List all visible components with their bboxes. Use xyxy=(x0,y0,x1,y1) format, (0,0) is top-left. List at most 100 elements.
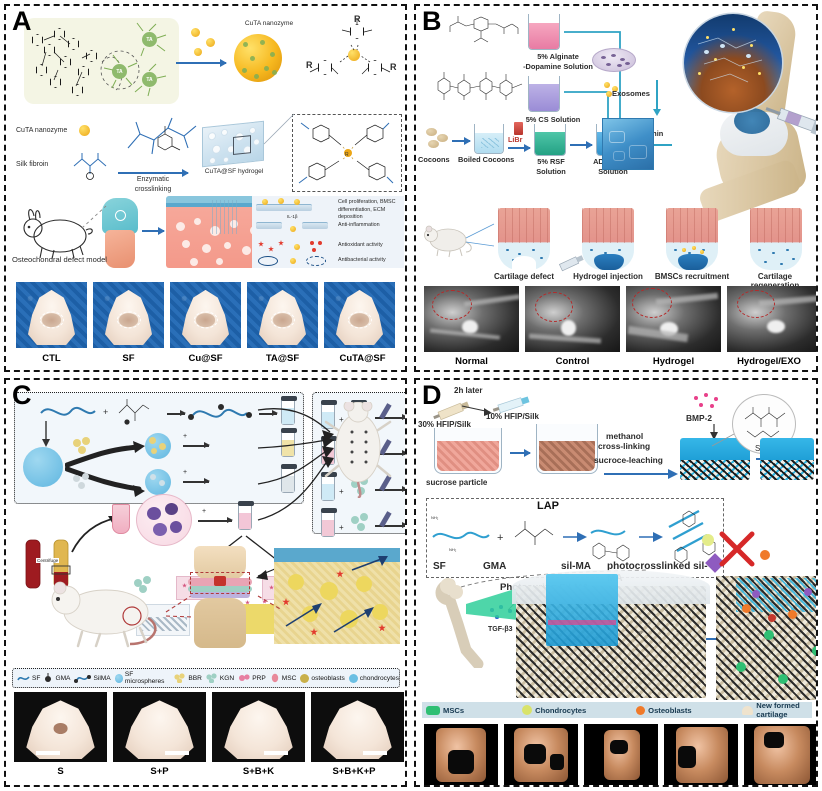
bioactivity-4: Antibacterial activity xyxy=(338,257,386,263)
silma-synthesis-box: + xyxy=(14,392,304,504)
rsf-label-line1: 5% RSF xyxy=(537,157,565,166)
mri-image xyxy=(626,286,721,352)
legend-item-prp: PRP xyxy=(238,673,266,683)
svg-text:+: + xyxy=(103,407,108,417)
mri-image xyxy=(525,286,620,352)
mri-label-hydrogel-exo: Hydrogel/EXO xyxy=(737,356,801,367)
sucrose-beaker-2 xyxy=(536,424,598,474)
cuta-particle-icon xyxy=(206,38,215,47)
bioactivity-3: Antioxidant activity xyxy=(338,242,383,248)
bilayer-scaffold-2 xyxy=(760,438,814,480)
cu-chelation-structure: R R R xyxy=(306,14,402,98)
legend-label: chondrocytes xyxy=(359,674,399,682)
microct-image xyxy=(584,724,658,785)
hfip30-syringe-icon xyxy=(433,401,470,420)
panel-c-specimen-photos xyxy=(14,692,404,762)
legend-item-osteoblasts: Osteoblasts xyxy=(636,705,692,715)
svg-text:+: + xyxy=(497,532,503,544)
hydrogel-microstructure-magnifier xyxy=(684,14,782,112)
specimen-photo xyxy=(170,282,241,348)
exosomes-label: Exosomes xyxy=(612,89,650,98)
legend-item-chondrocytes: Chondrocytes xyxy=(522,705,586,715)
injection-syringe-icon xyxy=(558,255,584,272)
specimen-label-ctl: CTL xyxy=(42,353,61,364)
microct-image xyxy=(424,724,498,785)
sf-chain-icon: + xyxy=(40,399,150,425)
microct-image xyxy=(744,724,816,785)
syringe-icon xyxy=(765,107,816,136)
sucrose-beaker-1 xyxy=(434,428,502,474)
legend-label: osteoblasts xyxy=(311,674,345,682)
prp-silma-vial xyxy=(238,501,254,530)
spec-label-s: S xyxy=(57,766,64,777)
ta-node-arms xyxy=(103,22,167,97)
ta-bond-lines xyxy=(41,35,140,91)
defect-model-label: Osteochondral defect model xyxy=(12,255,107,264)
knee-joint-cross-section xyxy=(184,546,256,652)
legend-item-gma: GMA xyxy=(44,673,70,683)
bmp2-label: BMP-2 xyxy=(686,413,713,423)
bioactivity-1-line2: differentiation, ECM deposition xyxy=(338,207,386,220)
spec-label-sbk: S+B+K xyxy=(242,766,275,777)
svg-text:R: R xyxy=(345,152,349,158)
hydrogel-label: CuTA@SF hydrogel xyxy=(204,168,264,175)
rsf-label-line2: Solution xyxy=(536,167,566,176)
stage-label-2: BMSCs recruitment xyxy=(654,272,730,281)
exosome-particle-icon xyxy=(604,82,610,88)
sf-microsphere-bbr xyxy=(145,433,171,459)
legend-item-silma: SilMA xyxy=(74,673,111,683)
specimen-photo xyxy=(212,692,305,762)
enzymatic-crosslink-arrow xyxy=(118,169,189,177)
legend-label: SF microspheres xyxy=(124,671,165,685)
specimen-label-sf: SF xyxy=(122,353,135,364)
cell-icon xyxy=(300,673,310,683)
silk-fibroin-molecule-icon xyxy=(73,153,107,180)
spec-label-sp: S+P xyxy=(150,766,169,777)
svg-text:NH₂: NH₂ xyxy=(431,515,439,520)
legend-item-sf: SF xyxy=(17,673,40,683)
synthesis-arrow xyxy=(176,59,227,67)
panel-d: D 30% HFIP/Silk 10% HFIP/Silk 2h later xyxy=(414,378,818,787)
cartilage-regeneration-femur xyxy=(750,208,802,270)
beaker-transfer-arrow xyxy=(510,449,531,457)
specimen-photo xyxy=(324,282,395,348)
legend-label: SF xyxy=(32,674,41,682)
legend-item-kgn: KGN xyxy=(206,673,234,683)
methanol-line1: methanol xyxy=(606,431,644,441)
mri-image xyxy=(424,286,519,352)
legend-cuta-label: CuTA nanozyme xyxy=(16,127,68,134)
legend-label: BBR xyxy=(188,674,202,682)
exosome-particle-icon xyxy=(606,91,612,97)
stage-label-0: Cartilage defect xyxy=(493,272,555,281)
il1b-label: IL-1β xyxy=(287,214,298,219)
legend-label: PRP xyxy=(252,674,266,682)
sf-reaction-label: SF xyxy=(433,561,446,572)
specimen-photo xyxy=(247,282,318,348)
uv-lamp-icon xyxy=(379,403,392,420)
rabbit-illustration xyxy=(23,209,93,260)
cuta-sf-hydrogel-block xyxy=(202,120,264,168)
mouse-illustration xyxy=(424,225,472,258)
hfip30-label: 30% HFIP/Silk xyxy=(418,420,471,429)
legend-label: MSC xyxy=(281,674,297,682)
prp-tube xyxy=(112,504,130,534)
legend-item-osteoblasts: osteoblasts xyxy=(300,673,345,683)
mix-arrow xyxy=(570,141,593,149)
msc-icon xyxy=(426,705,440,715)
rat-implantation-illustration xyxy=(324,402,392,498)
specimen-photo xyxy=(93,282,164,348)
panel-a: A TA TA TA xyxy=(4,4,407,372)
cuta-legend-icon xyxy=(79,125,90,136)
specimen-label-cutasf: CuTA@SF xyxy=(339,353,386,364)
panel-b-mri-images xyxy=(424,286,816,352)
chondroitin-sulfate-structure xyxy=(437,72,523,100)
femur-bone-icon xyxy=(435,578,484,668)
stage-label-3: Cartilage regeneration xyxy=(751,272,799,290)
silma-chain-icon xyxy=(188,404,252,420)
prp-cell-magnifier xyxy=(136,494,192,546)
bilayer-scaffold-1 xyxy=(680,438,750,480)
specimen-label-tasf: TA@SF xyxy=(265,353,300,364)
methanol-line2: cross-linking xyxy=(598,441,651,451)
tannic-acid-structure-box: TA TA TA xyxy=(24,18,179,104)
osteoblast-icon xyxy=(636,705,646,715)
